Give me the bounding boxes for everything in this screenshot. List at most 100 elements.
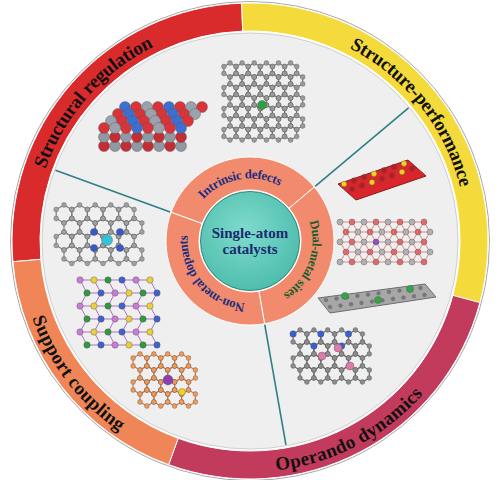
atom xyxy=(131,388,136,393)
atom xyxy=(282,127,287,132)
atom xyxy=(69,216,74,221)
atom xyxy=(234,71,239,76)
atom xyxy=(246,85,251,90)
atom xyxy=(234,71,239,76)
atom xyxy=(360,340,365,345)
segment-fill xyxy=(169,295,480,479)
lattice-atom xyxy=(133,303,139,309)
atom xyxy=(228,103,233,108)
atom xyxy=(282,85,287,90)
atom xyxy=(339,352,344,357)
atom xyxy=(138,368,143,373)
atom xyxy=(298,352,303,357)
atom xyxy=(172,356,177,361)
atom xyxy=(305,340,310,345)
atom xyxy=(116,216,121,221)
slab-atom xyxy=(351,178,357,184)
atom xyxy=(264,124,269,129)
atom xyxy=(346,356,351,361)
atom xyxy=(270,85,275,90)
atom xyxy=(288,96,293,101)
lattice-atom xyxy=(337,259,343,265)
lattice-atom xyxy=(367,229,373,235)
lattice-atom xyxy=(84,316,90,322)
atom xyxy=(85,207,90,212)
lattice-atom xyxy=(91,277,97,283)
atom xyxy=(318,364,323,369)
atom xyxy=(270,64,275,69)
atom xyxy=(179,400,184,405)
atom xyxy=(77,221,82,226)
atom xyxy=(152,368,157,373)
lattice-atom xyxy=(119,303,125,309)
atom xyxy=(228,82,233,87)
atom xyxy=(270,127,275,132)
atom xyxy=(228,103,233,108)
atom xyxy=(298,344,303,349)
atom xyxy=(258,113,263,118)
divider-line xyxy=(55,170,170,212)
atom xyxy=(258,127,263,132)
atom xyxy=(85,234,90,239)
atom xyxy=(240,124,245,129)
atom xyxy=(228,75,233,80)
atom xyxy=(325,344,330,349)
atom xyxy=(318,380,323,385)
single-atom xyxy=(406,285,413,292)
atom xyxy=(270,85,275,90)
atom xyxy=(360,364,365,369)
atom xyxy=(186,380,191,385)
atom xyxy=(282,71,287,76)
atom xyxy=(325,376,330,381)
atom xyxy=(252,96,257,101)
lattice-atom xyxy=(373,239,379,245)
slab-atom xyxy=(401,161,407,167)
atom xyxy=(158,380,163,385)
atom xyxy=(132,216,137,221)
lattice-atom xyxy=(133,329,139,335)
atom xyxy=(108,221,113,226)
atom xyxy=(353,376,358,381)
atom xyxy=(252,82,257,87)
atom xyxy=(346,340,351,345)
atom xyxy=(152,376,157,381)
atom xyxy=(346,332,351,337)
lattice-atom xyxy=(126,316,132,322)
sheet-atom xyxy=(339,304,343,308)
atom xyxy=(258,92,263,97)
atom xyxy=(305,340,310,345)
atom xyxy=(246,71,251,76)
atom xyxy=(158,364,163,369)
atom xyxy=(165,392,170,397)
atom xyxy=(77,221,82,226)
atom xyxy=(346,332,351,337)
atom xyxy=(300,124,305,129)
segment-label: Support coupling xyxy=(29,312,130,435)
atom xyxy=(132,243,137,248)
sheet-atom xyxy=(391,297,395,301)
lattice-atom xyxy=(385,239,391,245)
slab-atom xyxy=(399,169,405,175)
atom xyxy=(77,230,82,235)
atom xyxy=(360,332,365,337)
atom xyxy=(246,64,251,69)
slab-atom xyxy=(361,174,367,180)
atom xyxy=(124,257,129,262)
atom xyxy=(276,103,281,108)
atom xyxy=(240,103,245,108)
atom xyxy=(312,352,317,357)
lattice-atom xyxy=(105,303,111,309)
atom xyxy=(276,75,281,80)
atom xyxy=(172,388,177,393)
atom xyxy=(258,71,263,76)
atom xyxy=(300,75,305,80)
atom xyxy=(282,106,287,111)
atom xyxy=(240,75,245,80)
atom xyxy=(124,248,129,253)
atom xyxy=(246,106,251,111)
atom xyxy=(93,221,98,226)
lattice-atom xyxy=(379,249,385,255)
atom xyxy=(298,376,303,381)
atom xyxy=(77,248,82,253)
metal-center xyxy=(163,375,173,385)
